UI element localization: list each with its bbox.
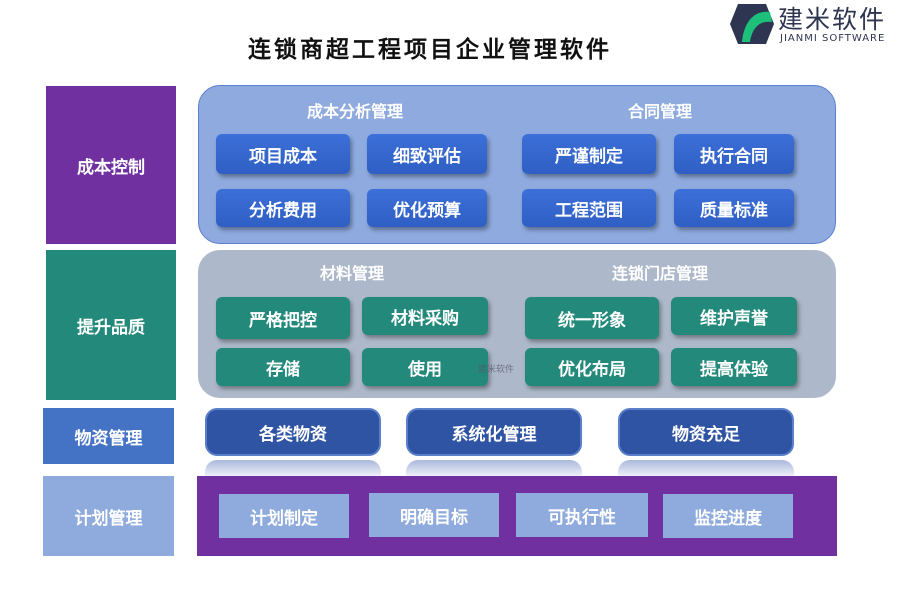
- side-label-material: 物资管理: [43, 408, 174, 464]
- item-button[interactable]: 监控进度: [663, 494, 793, 538]
- group-title: 连锁门店管理: [611, 264, 708, 283]
- side-label-quality: 提升品质: [46, 250, 176, 400]
- reflection: [618, 460, 794, 480]
- reflection: [406, 460, 582, 480]
- item-button[interactable]: 优化预算: [367, 189, 487, 227]
- item-button[interactable]: 物资充足: [618, 408, 794, 456]
- item-button[interactable]: 严谨制定: [522, 134, 656, 174]
- reflection: [205, 460, 381, 480]
- item-button[interactable]: 严格把控: [216, 297, 350, 339]
- logo: 建米软件 JIANMI SOFTWARE: [726, 2, 896, 46]
- item-button[interactable]: 计划制定: [219, 494, 349, 538]
- item-button[interactable]: 项目成本: [216, 134, 350, 174]
- side-label-plan: 计划管理: [43, 476, 174, 556]
- item-button[interactable]: 质量标准: [674, 189, 794, 227]
- group-title: 材料管理: [319, 264, 384, 283]
- item-button[interactable]: 维护声誉: [671, 297, 797, 335]
- item-button[interactable]: 统一形象: [525, 297, 659, 339]
- item-button[interactable]: 明确目标: [369, 493, 499, 537]
- item-button[interactable]: 执行合同: [674, 134, 794, 174]
- item-button[interactable]: 分析费用: [216, 189, 350, 227]
- item-button[interactable]: 优化布局: [525, 348, 659, 386]
- side-label-cost: 成本控制: [46, 86, 176, 244]
- item-button[interactable]: 工程范围: [522, 189, 656, 227]
- watermark: 建米软件: [478, 365, 515, 375]
- item-button[interactable]: 使用: [362, 348, 488, 386]
- group-title: 合同管理: [627, 102, 692, 121]
- item-button[interactable]: 提高体验: [671, 348, 797, 386]
- item-button[interactable]: 存储: [216, 348, 350, 386]
- item-button[interactable]: 细致评估: [367, 134, 487, 174]
- page-title: 连锁商超工程项目企业管理软件: [248, 37, 612, 63]
- item-button[interactable]: 系统化管理: [406, 408, 582, 456]
- logo-icon: [730, 4, 774, 44]
- item-button[interactable]: 各类物资: [205, 408, 381, 456]
- item-button[interactable]: 材料采购: [362, 297, 488, 335]
- group-title: 成本分析管理: [306, 102, 403, 121]
- item-button[interactable]: 可执行性: [516, 493, 648, 537]
